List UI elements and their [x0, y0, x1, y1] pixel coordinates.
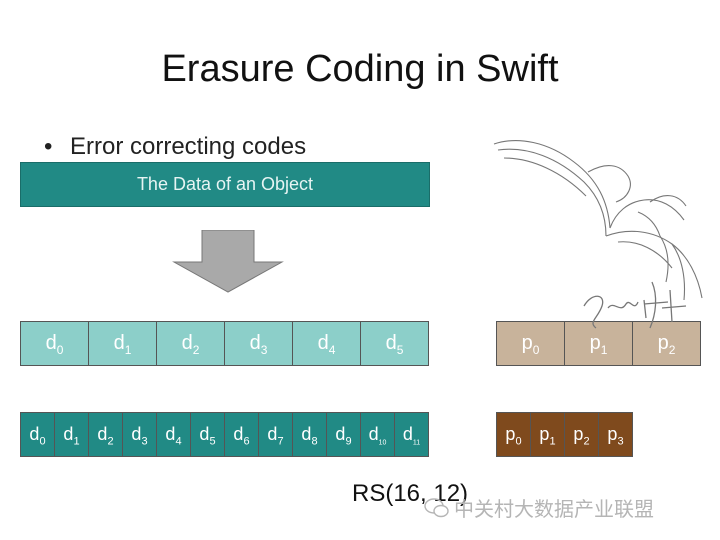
data-fragment-label: d0 [45, 332, 64, 357]
data-fragment-index: 1 [73, 435, 80, 448]
data-fragment-1: d1 [54, 412, 89, 457]
data-fragment-index: 9 [345, 435, 352, 448]
slide-title: Erasure Coding in Swift [161, 48, 559, 90]
data-fragment-index: 2 [192, 343, 200, 357]
object-data-label: The Data of an Object [136, 174, 314, 194]
data-fragment-label: d5 [385, 332, 404, 357]
data-fragment-label: d4 [165, 424, 182, 448]
data-fragment-7: d7 [258, 412, 293, 457]
parity-fragment-index: 1 [549, 435, 556, 448]
data-fragment-label: d3 [249, 332, 268, 357]
parity-fragment-0: p0 [496, 412, 531, 457]
data-fragment-label: d3 [131, 424, 148, 448]
data-fragment-label: d5 [199, 424, 216, 448]
data-fragment-label: d9 [335, 424, 352, 448]
data-fragment-index: 6 [243, 435, 250, 448]
data-fragment-index: 11 [412, 439, 421, 447]
watermark-text: 中关村大数据产业联盟 [454, 499, 654, 521]
data-fragment-11: d11 [394, 412, 429, 457]
parity-fragment-label: p1 [589, 332, 608, 357]
parity-fragment-2: p2 [564, 412, 599, 457]
data-fragment-2: d2 [156, 321, 225, 366]
data-fragment-label: d7 [267, 424, 284, 448]
parity-fragment-label: p2 [657, 332, 676, 357]
chat-bubble-icon [424, 497, 449, 517]
data-fragment-label: d6 [233, 424, 250, 448]
object-data-bar: The Data of an Object [20, 162, 430, 207]
parity-fragment-label: p1 [539, 424, 556, 448]
parity-fragment-index: 2 [668, 343, 676, 357]
data-fragment-8: d8 [292, 412, 327, 457]
data-fragment-index: 0 [56, 343, 64, 357]
data-fragment-label: d2 [97, 424, 114, 448]
parity-fragment-index: 2 [583, 435, 590, 448]
data-fragment-label: d4 [317, 332, 336, 357]
parity-fragment-index: 3 [617, 435, 624, 448]
data-fragment-index: 3 [260, 343, 268, 357]
data-fragment-index: 4 [175, 435, 182, 448]
data-fragment-label: d1 [63, 424, 80, 448]
data-fragment-index: 2 [107, 435, 114, 448]
data-fragment-0: d0 [20, 321, 89, 366]
data-fragment-index: 3 [141, 435, 148, 448]
data-fragment-5: d5 [190, 412, 225, 457]
data-fragment-label: d1 [113, 332, 132, 357]
data-fragment-index: 4 [328, 343, 336, 357]
bullet-item: • Error correcting codes [44, 133, 424, 161]
data-fragment-index: 0 [39, 435, 46, 448]
parity-fragment-1: p1 [530, 412, 565, 457]
data-fragment-label: d10 [368, 424, 387, 447]
swift-bird-logo [493, 140, 703, 329]
data-fragment-label: d2 [181, 332, 200, 357]
data-fragment-6: d6 [224, 412, 259, 457]
parity-fragment-index: 0 [515, 435, 522, 448]
data-fragment-index: 8 [311, 435, 318, 448]
data-fragments-row-6: d0 d1 d2 d3 d4 d5 [20, 321, 429, 366]
data-fragment-5: d5 [360, 321, 429, 366]
parity-fragment-label: p0 [505, 424, 522, 448]
parity-fragment-2: p2 [632, 321, 701, 366]
data-fragment-2: d2 [88, 412, 123, 457]
data-fragment-4: d4 [292, 321, 361, 366]
data-fragment-1: d1 [88, 321, 157, 366]
data-fragment-index: 10 [378, 439, 387, 447]
bullet-text: Error correcting codes [70, 133, 307, 160]
bullet-dot-icon: • [44, 133, 53, 160]
parity-fragment-index: 0 [532, 343, 540, 357]
parity-fragment-label: p3 [607, 424, 624, 448]
data-fragment-4: d4 [156, 412, 191, 457]
data-fragment-index: 5 [209, 435, 216, 448]
parity-fragment-label: p2 [573, 424, 590, 448]
parity-fragments-row-4: p0 p1 p2 p3 [496, 412, 633, 457]
data-fragment-label: d11 [402, 424, 421, 447]
parity-fragment-0: p0 [496, 321, 565, 366]
data-fragment-index: 1 [124, 343, 132, 357]
data-fragment-3: d3 [224, 321, 293, 366]
parity-fragment-3: p3 [598, 412, 633, 457]
rs-code-label: RS(16, 12) [352, 480, 469, 507]
parity-fragment-index: 1 [600, 343, 608, 357]
data-fragment-label: d0 [29, 424, 46, 448]
parity-fragments-row-3: p0 p1 p2 [496, 321, 701, 366]
down-arrow-icon [172, 230, 284, 293]
data-fragments-row-12: d0 d1 d2 d3 d4 d5 d6 d7 d8 d9 d10 d11 [20, 412, 429, 457]
data-fragment-3: d3 [122, 412, 157, 457]
data-fragment-9: d9 [326, 412, 361, 457]
data-fragment-index: 5 [396, 343, 404, 357]
watermark: 中关村大数据产业联盟 [424, 493, 654, 522]
data-fragment-10: d10 [360, 412, 395, 457]
parity-fragment-label: p0 [521, 332, 540, 357]
data-fragment-label: d8 [301, 424, 318, 448]
parity-fragment-1: p1 [564, 321, 633, 366]
data-fragment-index: 7 [277, 435, 284, 448]
data-fragment-0: d0 [20, 412, 55, 457]
